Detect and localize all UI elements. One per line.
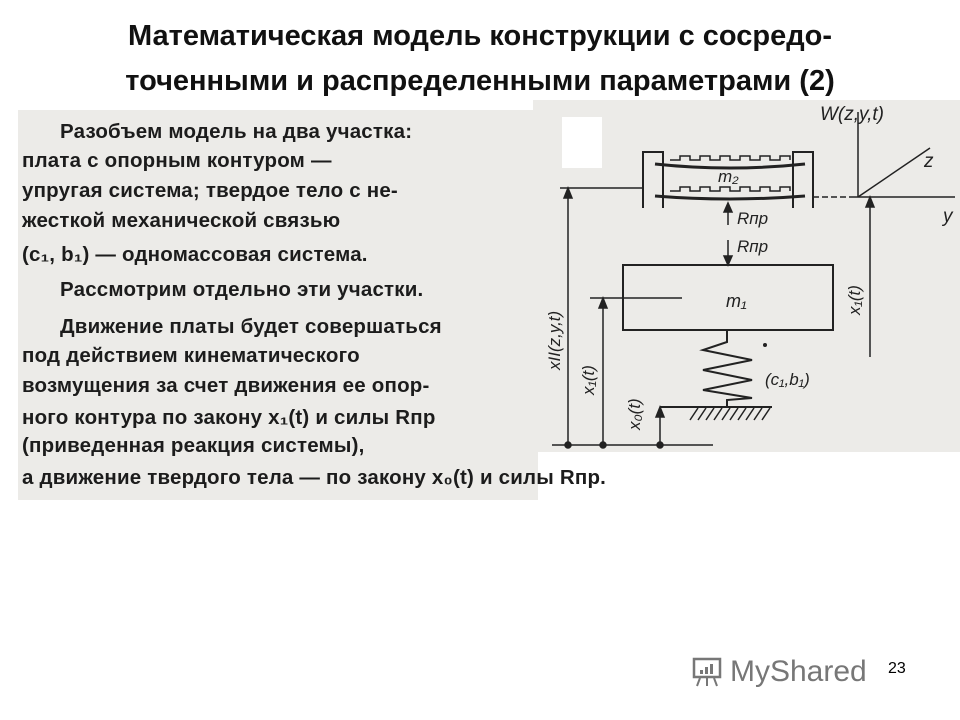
slide-title-line-2: точенными и распределенными параметрами … [125, 65, 835, 97]
body-line: под действием кинематического [22, 344, 360, 367]
damper-dot [763, 343, 767, 347]
m1-label: m₁ [726, 291, 747, 311]
x1-right-label: x₁(t) [845, 285, 864, 316]
x2-label: xII(z,y,t) [545, 311, 564, 371]
displacement-arrows [552, 185, 876, 449]
w-axis-label: W(z,y,t) [820, 104, 884, 125]
body-line: (c₁, b₁) — одномассовая система. [22, 243, 368, 266]
reaction-up-label: Rпр [737, 209, 768, 228]
body-line: упругая система; твердое тело с не- [22, 179, 398, 202]
presentation-board-icon [692, 657, 722, 687]
body-line: а движение твердого тела — по закону x₀(… [22, 466, 607, 489]
logo-text: MyShared [730, 655, 867, 688]
body-line: плата с опорным контуром — [22, 149, 332, 172]
body-line: жесткой механической связью [22, 209, 341, 232]
scanned-text-background [18, 110, 538, 500]
mechanical-model-diagram: m₂ W(z,y,t) z y Rпр Rпр m₁ (c₁,b₁) xII(z… [533, 100, 960, 452]
spring-icon [699, 330, 753, 407]
x0-label: x₀(t) [625, 398, 644, 431]
diagram-background [533, 100, 960, 452]
spring-label: (c₁,b₁) [765, 370, 810, 389]
page-number: 23 [888, 660, 906, 677]
body-line: Разобъем модель на два участка: [60, 120, 413, 143]
body-line: Рассмотрим отдельно эти участки. [60, 278, 424, 301]
body-line: Движение платы будет совершаться [60, 315, 442, 338]
plate-housing [642, 151, 814, 208]
x1-left-label: x₁(t) [579, 365, 598, 396]
body-line: ного контура по закону x₁(t) и силы Rпр [22, 406, 436, 429]
ground-hatch [660, 406, 772, 421]
y-axis-label: y [941, 206, 954, 227]
z-axis-label: z [923, 151, 934, 172]
body-line: (приведенная реакция системы), [22, 434, 365, 457]
reaction-arrows [722, 201, 734, 267]
myshared-logo: MyShared [690, 655, 867, 689]
slide-title-line-1: Математическая модель конструкции с соср… [127, 20, 832, 52]
body-line: возмущения за счет движения ее опор- [22, 374, 430, 397]
white-patch [562, 117, 602, 168]
m2-label: m₂ [718, 167, 739, 186]
axes [560, 112, 955, 198]
reaction-down-label: Rпр [737, 237, 768, 256]
